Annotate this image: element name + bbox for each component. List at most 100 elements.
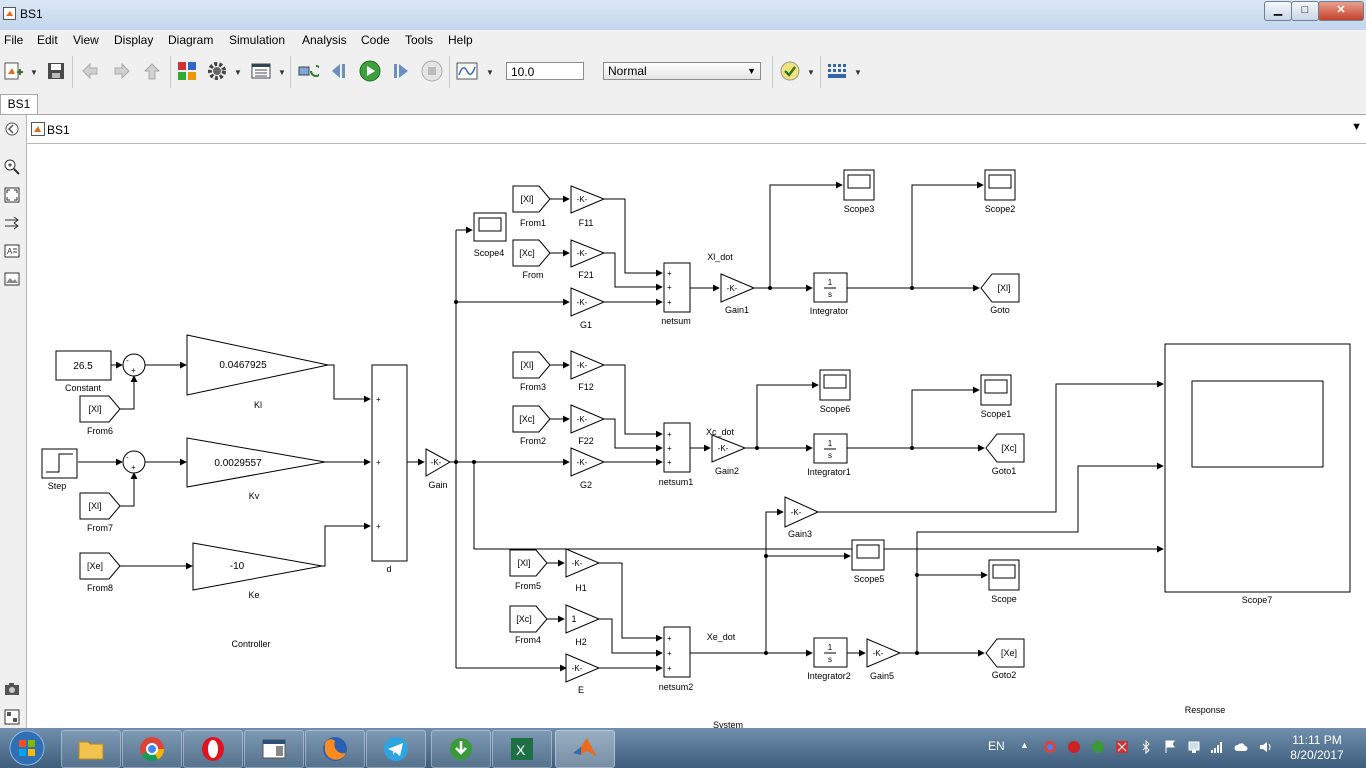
model-advisor-check-icon[interactable]	[779, 60, 801, 82]
update-diagram-icon[interactable]	[297, 60, 319, 82]
scope-icon[interactable]	[456, 60, 478, 82]
f12-gain-block[interactable]: -K- F12	[570, 350, 606, 392]
f22-gain-block[interactable]: -K- F22	[570, 404, 606, 446]
goto1-block[interactable]: [Xc] Goto1	[985, 433, 1025, 476]
stop-icon[interactable]	[421, 60, 443, 82]
scope-dropdown-icon[interactable]: ▼	[486, 68, 494, 77]
advisor-dropdown-icon[interactable]: ▼	[807, 68, 815, 77]
back-arrow-icon[interactable]	[80, 60, 102, 82]
simulation-mode-select[interactable]: Normal▼	[603, 62, 761, 80]
annotation-icon[interactable]: A	[4, 243, 20, 259]
g2-gain-block[interactable]: -K- G2	[570, 447, 606, 490]
from4-block[interactable]: [Xc] From4	[509, 605, 548, 645]
zoom-icon[interactable]	[4, 159, 20, 175]
from-block[interactable]: [Xc] From	[512, 239, 551, 280]
goto2-block[interactable]: [Xe] Goto2	[985, 638, 1025, 680]
library-browser-icon[interactable]	[176, 60, 198, 82]
ke-gain-block[interactable]: -10 Ke	[192, 542, 323, 600]
gain1-block[interactable]: -K- Gain1	[720, 273, 756, 315]
network-icon[interactable]	[1187, 740, 1201, 754]
from2-block[interactable]: [Xc] From2	[512, 405, 551, 446]
breadcrumb[interactable]: BS1	[47, 123, 70, 137]
scope2-block[interactable]: Scope2	[984, 169, 1016, 214]
explorer-dropdown-icon[interactable]: ▼	[278, 68, 286, 77]
h2-gain-block[interactable]: 1 H2	[565, 604, 601, 647]
stop-time-input[interactable]: 10.0	[506, 62, 584, 80]
scope1-block[interactable]: Scope1	[980, 374, 1012, 419]
g1-gain-block[interactable]: -K- G1	[570, 287, 606, 330]
windows-start-icon[interactable]	[4, 729, 50, 767]
scope-block[interactable]: Scope	[988, 559, 1020, 604]
menu-display[interactable]: Display	[114, 33, 154, 47]
from3-block[interactable]: [Xl] From3	[512, 351, 551, 392]
taskbar-download-manager[interactable]	[431, 730, 491, 768]
scope3-block[interactable]: Scope3	[843, 169, 875, 214]
netsum1-block[interactable]: +++ netsum1	[659, 422, 694, 487]
model-browser-icon[interactable]	[4, 709, 20, 725]
gain5-block[interactable]: -K- Gain5	[866, 638, 902, 681]
integrator1-block[interactable]: 1 s Integrator1	[807, 433, 851, 477]
download-tray-icon[interactable]	[1091, 740, 1105, 754]
menu-tools[interactable]: Tools	[405, 33, 434, 47]
security-tray-icon[interactable]	[1115, 740, 1129, 754]
taskbar-opera[interactable]	[183, 730, 243, 768]
from8-block[interactable]: [Xe] From8	[79, 552, 121, 593]
signal-strength-icon[interactable]	[1210, 740, 1224, 754]
build-grid-icon[interactable]	[826, 60, 848, 82]
sum-block[interactable]: -+	[122, 353, 146, 377]
new-dropdown-icon[interactable]: ▼	[30, 68, 38, 77]
scope7-block[interactable]: Scope7	[1164, 343, 1351, 605]
integrator-block[interactable]: 1 s Integrator	[810, 272, 849, 316]
system-clock[interactable]: 11:11 PM 8/20/2017	[1286, 733, 1348, 763]
minimize-button[interactable]: ▁	[1264, 1, 1292, 21]
scope6-block[interactable]: Scope6	[819, 369, 851, 414]
step-back-icon[interactable]	[328, 60, 350, 82]
integrator2-block[interactable]: 1 s Integrator2	[807, 637, 851, 681]
close-button[interactable]: ✕	[1318, 1, 1364, 21]
step-forward-icon[interactable]	[390, 60, 412, 82]
address-dropdown-icon[interactable]: ▼	[1351, 121, 1362, 133]
menu-analysis[interactable]: Analysis	[302, 33, 347, 47]
gain3-block[interactable]: -K- Gain3	[784, 496, 820, 539]
show-hidden-icons-icon[interactable]: ▲	[1020, 740, 1029, 750]
taskbar-telegram[interactable]	[366, 730, 426, 768]
f11-gain-block[interactable]: -K- F11	[570, 185, 606, 228]
model-canvas[interactable]: 26.5 Constant -+ [Xl] From6 0.0467925 Kl…	[27, 143, 1366, 728]
netsum-block[interactable]: +++ netsum	[661, 262, 691, 326]
camera-icon[interactable]	[4, 681, 20, 697]
language-indicator[interactable]: EN	[988, 739, 1005, 753]
kv-gain-block[interactable]: 0.0029557 Kv	[186, 437, 326, 501]
step-block[interactable]: Step	[41, 448, 78, 491]
settings-dropdown-icon[interactable]: ▼	[234, 68, 242, 77]
run-play-icon[interactable]	[359, 60, 381, 82]
taskbar-matlab[interactable]	[555, 730, 615, 768]
flag-icon[interactable]	[1163, 740, 1177, 754]
antivirus-tray-icon[interactable]	[1067, 740, 1081, 754]
from1-block[interactable]: [Xl] From1	[512, 185, 551, 228]
from5-block[interactable]: [Xl] From5	[509, 549, 548, 591]
chrome-tray-icon[interactable]	[1043, 740, 1057, 754]
build-dropdown-icon[interactable]: ▼	[854, 68, 862, 77]
menu-code[interactable]: Code	[361, 33, 390, 47]
save-icon[interactable]	[45, 60, 67, 82]
volume-icon[interactable]	[1258, 740, 1272, 754]
cloud-icon[interactable]	[1234, 740, 1248, 754]
menu-help[interactable]: Help	[448, 33, 473, 47]
taskbar-chrome[interactable]	[122, 730, 182, 768]
taskbar-app[interactable]	[244, 730, 304, 768]
hide-browser-icon[interactable]	[4, 121, 20, 137]
taskbar-excel[interactable]: X	[492, 730, 552, 768]
gain-block[interactable]: -K- Gain	[425, 448, 452, 490]
menu-view[interactable]: View	[73, 33, 99, 47]
constant-block[interactable]: 26.5 Constant	[55, 350, 112, 393]
from6-block[interactable]: [Xl] From6	[79, 395, 121, 436]
new-model-icon[interactable]	[2, 60, 24, 82]
from7-block[interactable]: [Xl] From7	[79, 492, 121, 533]
sum-block[interactable]: -+	[122, 450, 146, 474]
menu-diagram[interactable]: Diagram	[168, 33, 214, 47]
netsum2-block[interactable]: +++ netsum2	[659, 626, 694, 692]
scope5-block[interactable]: Scope5	[851, 539, 885, 584]
menu-file[interactable]: File	[4, 33, 24, 47]
menu-simulation[interactable]: Simulation	[229, 33, 286, 47]
h1-gain-block[interactable]: -K- H1	[565, 548, 601, 593]
